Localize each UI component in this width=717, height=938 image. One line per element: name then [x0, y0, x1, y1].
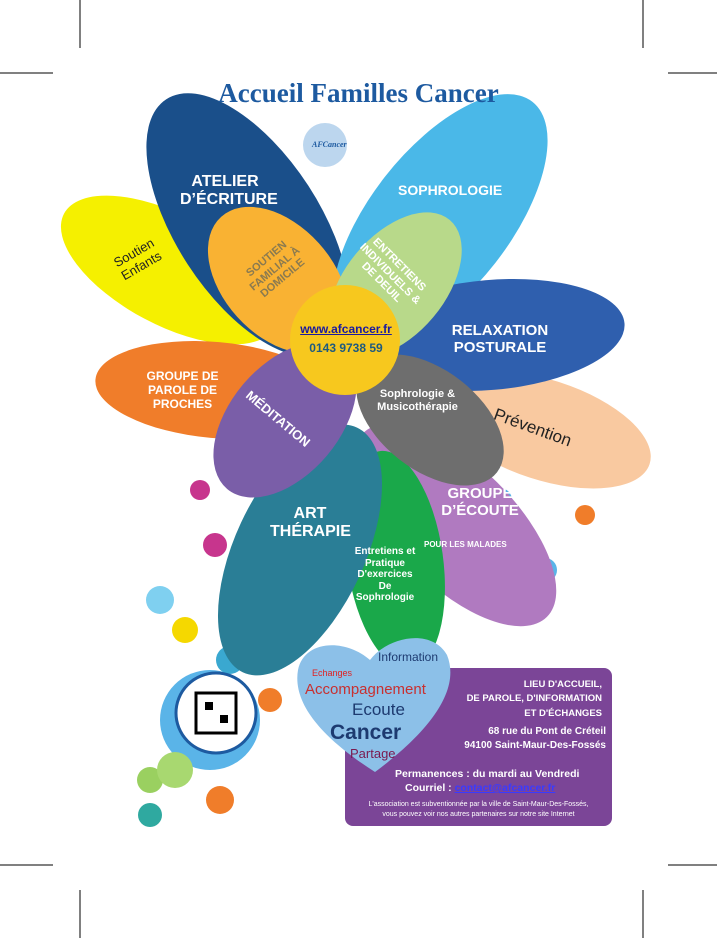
- petal-relaxation: RELAXATION POSTURALE: [451, 322, 549, 357]
- funding-note: L'association est subventionnée par la v…: [351, 800, 606, 820]
- petal-entretiens-pratique: Entretiens et Pratique D'exercices De So…: [354, 546, 416, 603]
- info-line-3: ET D'ÉCHANGES: [524, 707, 602, 719]
- petal-groupe-parole: GROUPE DE PAROLE DE PROCHES: [146, 369, 219, 411]
- address-city: 94100 Saint-Maur-Des-Fossés: [464, 740, 606, 751]
- heart-word-ecoute: Ecoute: [352, 700, 405, 719]
- logo-text: AFCancer: [312, 140, 347, 149]
- phone-number: 0143 9738 59: [309, 341, 383, 355]
- email-line: Courriel : contact@afcancer.fr: [405, 782, 555, 794]
- petals: [60, 93, 651, 676]
- petal-groupe-ecoute-sub: POUR LES MALADES: [424, 540, 507, 549]
- heart-word-information: Information: [378, 650, 439, 664]
- website-link[interactable]: www.afcancer.fr: [300, 322, 392, 336]
- funding-note-1: L'association est subventionnée par la v…: [368, 801, 589, 808]
- heart-word-partage: Partage: [350, 746, 396, 761]
- logo-icon: [303, 123, 347, 167]
- qr-code-icon: [194, 691, 238, 735]
- info-heading: LIEU D'ACCUEIL, DE PAROLE, D'INFORMATION…: [467, 678, 602, 721]
- heart-word-cancer: Cancer: [330, 721, 402, 744]
- info-line-2: DE PAROLE, D'INFORMATION: [466, 693, 602, 705]
- opening-hours: Permanences : du mardi au Vendredi: [395, 768, 580, 780]
- funding-note-2: vous pouvez voir nos autres partenaires …: [382, 810, 575, 818]
- email-label: Courriel :: [405, 782, 452, 794]
- email-link[interactable]: contact@afcancer.fr: [454, 782, 556, 794]
- address-street: 68 rue du Pont de Créteil: [488, 726, 606, 737]
- petal-sophrologie: SOPHROLOGIE: [398, 182, 503, 198]
- address: 68 rue du Pont de Créteil 94100 Saint-Ma…: [464, 725, 606, 753]
- page-title: Accueil Familles Cancer: [218, 78, 499, 108]
- petal-atelier: ATELIER D’ÉCRITURE: [180, 173, 278, 209]
- heart-word-echanges: Echanges: [312, 668, 353, 678]
- petal-art-therapie: ART THÉRAPIE: [270, 505, 351, 541]
- heart-word-accompagnement: Accompagnement: [305, 681, 426, 698]
- petal-musicotherapie: Sophrologie & Musicothérapie: [377, 388, 458, 413]
- petal-groupe-ecoute: GROUPE D’ÉCOUTE: [441, 485, 519, 520]
- info-line-1: LIEU D'ACCUEIL,: [523, 679, 602, 690]
